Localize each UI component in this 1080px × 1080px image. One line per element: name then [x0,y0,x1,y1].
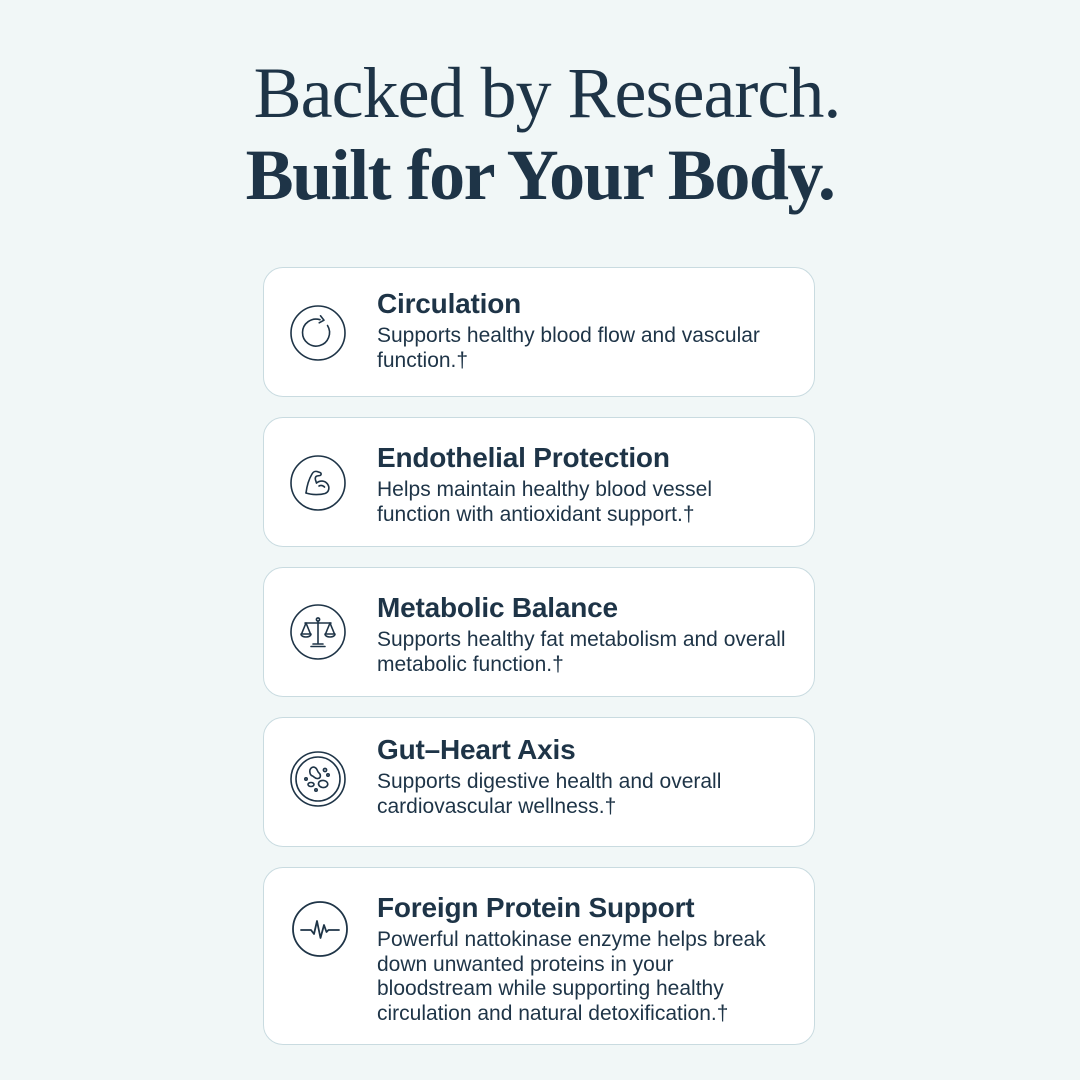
benefit-title: Gut–Heart Axis [377,734,576,765]
benefit-description: Supports digestive health and overall ca… [377,770,722,818]
benefit-description: Powerful nattokinase enzyme helps break … [377,928,766,1025]
benefit-description: Supports healthy fat metabolism and over… [377,628,786,676]
gut-bacteria-icon [290,751,346,807]
benefit-card-endothelial-protection: Endothelial Protection Helps maintain he… [263,417,815,547]
headline: Backed by Research. Built for Your Body. [0,52,1080,216]
benefit-card-foreign-protein-support: Foreign Protein Support Powerful nattoki… [263,867,815,1045]
benefit-title: Endothelial Protection [377,442,670,473]
headline-line-1: Backed by Research. [253,53,842,133]
benefit-title: Metabolic Balance [377,592,618,623]
headline-line-2: Built for Your Body. [245,135,836,215]
benefit-description: Helps maintain healthy blood vessel func… [377,478,713,526]
benefit-card-circulation: Circulation Supports healthy blood flow … [263,267,815,397]
benefit-card-metabolic-balance: Metabolic Balance Supports healthy fat m… [263,567,815,697]
benefit-card-gut-heart-axis: Gut–Heart Axis Supports digestive health… [263,717,815,847]
balance-scale-icon [290,604,346,660]
benefit-description: Supports healthy blood flow and vascular… [377,324,760,372]
heartbeat-pulse-icon [292,901,348,957]
circulation-icon [290,305,346,361]
flexed-arm-icon [290,455,346,511]
benefit-title: Foreign Protein Support [377,892,695,923]
benefit-title: Circulation [377,288,522,319]
